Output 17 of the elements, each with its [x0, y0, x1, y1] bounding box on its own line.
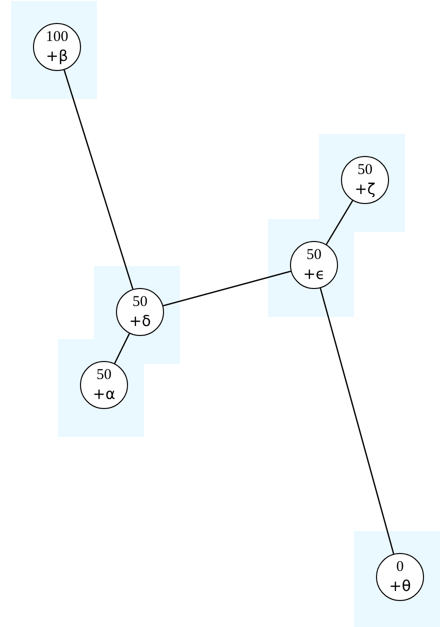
node-value: 50: [132, 293, 148, 312]
node-label: +α: [92, 385, 116, 404]
connector-line: [326, 200, 354, 245]
node-label: +β: [46, 47, 68, 66]
node-label: +ϵ: [303, 265, 325, 284]
connector-line: [114, 333, 130, 364]
node-value: 0: [396, 558, 404, 577]
connector-line: [320, 288, 394, 554]
connector-line: [163, 270, 291, 306]
connector-line: [64, 70, 134, 290]
node-label: +δ: [129, 312, 151, 331]
node-value: 100: [46, 28, 68, 47]
node-label: +ζ: [354, 180, 376, 199]
node-label: +θ: [389, 577, 411, 596]
node-value: 50: [358, 161, 372, 180]
node-value: 50: [96, 366, 112, 385]
node-value: 50: [306, 246, 322, 265]
